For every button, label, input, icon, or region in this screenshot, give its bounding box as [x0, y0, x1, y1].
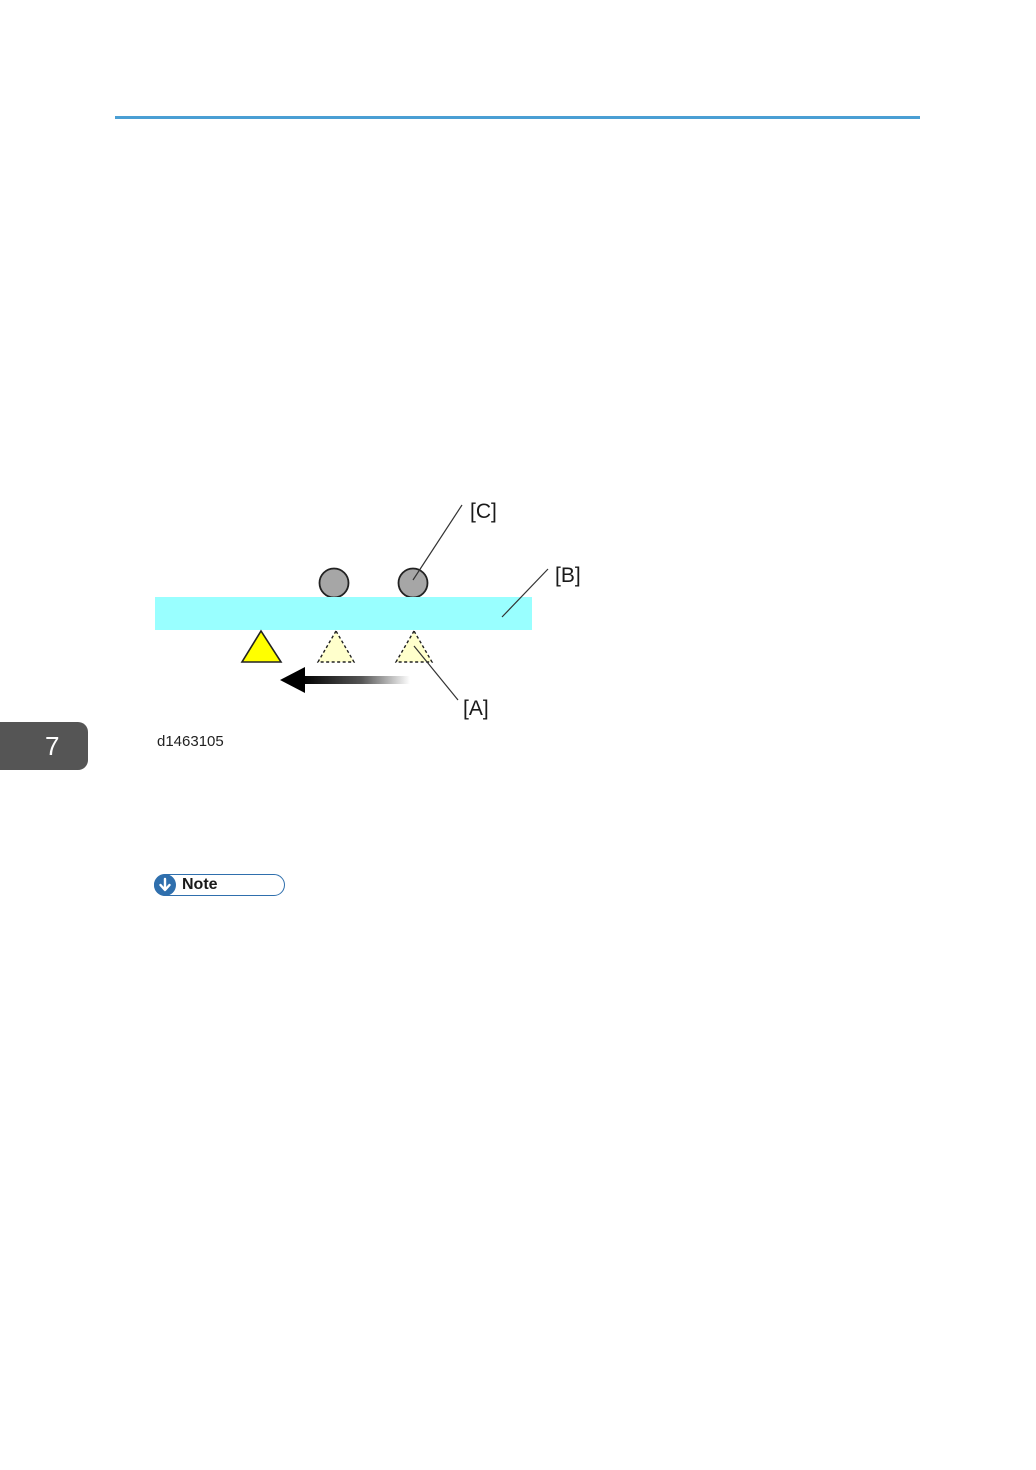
chapter-number: 7: [45, 731, 59, 761]
note-badge: Note: [154, 874, 285, 896]
pattern-triangle-ghost-1: [318, 631, 354, 662]
label-a: [A]: [463, 697, 489, 720]
pattern-triangle-active: [242, 631, 281, 662]
leader-line-a: [414, 646, 458, 700]
label-c: [C]: [470, 500, 497, 523]
figure-id: d1463105: [157, 733, 224, 750]
leader-line-c: [413, 505, 462, 580]
chapter-tab: 7: [0, 722, 88, 770]
note-label: Note: [182, 876, 218, 894]
down-arrow-circle-icon: [154, 874, 176, 896]
label-b: [B]: [555, 564, 581, 587]
roller-left: [320, 569, 349, 598]
roller-right: [399, 569, 428, 598]
movement-arrow-icon: [280, 667, 410, 693]
transfer-belt: [155, 597, 532, 630]
